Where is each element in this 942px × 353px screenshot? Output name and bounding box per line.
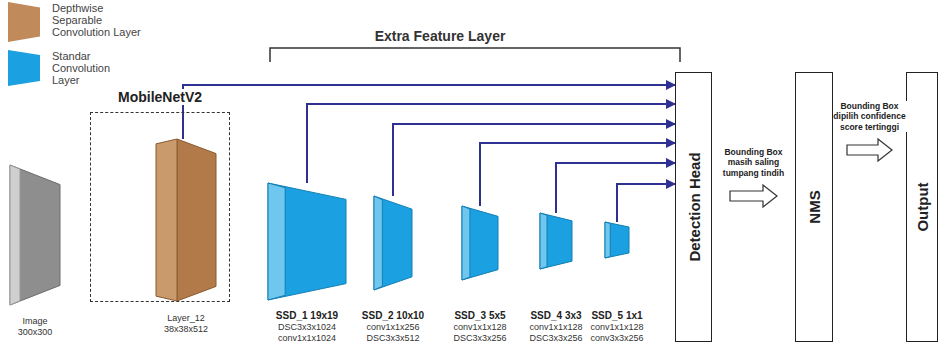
group-title: MobileNetV2: [115, 89, 205, 105]
block-face: [605, 222, 610, 258]
block-arrow: [730, 185, 777, 207]
layer-caption: Image 300x300: [10, 316, 60, 338]
block-face: [605, 222, 629, 258]
block-shape: [268, 183, 346, 300]
feature-layer: SSD_4 3x3conv1x1x128 DSC3x3x256: [540, 213, 572, 269]
layer-spec: DSC3x3x1024 conv1x1x1024: [267, 322, 347, 344]
layer-spec: conv1x1x256 DSC3x3x512: [355, 322, 431, 344]
legend-swatch: [8, 50, 40, 86]
feature-connector: [480, 143, 675, 206]
block-shape: [10, 165, 60, 305]
block-shape: [462, 206, 498, 280]
legend-label: Depthwise Separable Convolution Layer: [52, 2, 156, 38]
block-face: [462, 206, 498, 280]
block-face: [156, 139, 177, 301]
feature-connector: [393, 124, 675, 196]
block-face: [268, 183, 346, 300]
layer-caption: SSD_2 10x10conv1x1x256 DSC3x3x512: [355, 310, 431, 344]
layer-spec: conv1x1x128 DSC3x3x256: [442, 322, 518, 344]
layer-spec: Layer_12 38x38x512: [153, 313, 219, 335]
layer-caption: SSD_4 3x3conv1x1x128 DSC3x3x256: [525, 310, 587, 344]
input-image: Image 300x300: [10, 165, 60, 305]
nms-box: NMS: [795, 72, 833, 342]
arrow-note: Bounding Box dipilih confidence score te…: [833, 101, 907, 133]
feature-layer: SSD_1 19x19DSC3x3x1024 conv1x1x1024: [268, 183, 346, 300]
block-face: [462, 206, 470, 280]
block-shape: [156, 139, 216, 301]
block-arrow: [847, 139, 892, 161]
output-box: Output: [906, 72, 938, 342]
box-title: Output: [914, 182, 931, 231]
block-face: [268, 183, 285, 300]
legend-label: Standar Convolution Layer: [52, 50, 126, 86]
block-face: [540, 213, 547, 269]
block-face: [540, 213, 572, 269]
swatch-shape: [8, 50, 40, 86]
layer-caption: SSD_5 1x1conv1x1x128 conv3x3x256: [586, 310, 648, 344]
feature-layer: SSD_5 1x1conv1x1x128 conv3x3x256: [605, 222, 629, 258]
swatch-shape: [8, 2, 40, 42]
layer-name: SSD_1 19x19: [267, 310, 347, 322]
block-face: [10, 165, 60, 305]
layer-name: SSD_3 5x5: [442, 310, 518, 322]
layer-caption: SSD_3 5x5conv1x1x128 DSC3x3x256: [442, 310, 518, 344]
legend-swatch: [8, 2, 40, 42]
layer-name: SSD_4 3x3: [525, 310, 587, 322]
backbone-layer: Layer_12 38x38x512: [156, 139, 216, 301]
block-shape: [374, 196, 412, 290]
block-face: [10, 165, 20, 305]
block-shape: [605, 222, 629, 258]
layer-caption: Layer_12 38x38x512: [153, 313, 219, 335]
group-label: Extra Feature Layer: [371, 28, 510, 44]
block-face: [374, 196, 382, 290]
layer-spec: Image 300x300: [10, 316, 60, 338]
arrow-note: Bounding Box masih saling tumpang tindih: [717, 147, 791, 179]
box-title: NMS: [806, 190, 823, 223]
block-shape: [540, 213, 572, 269]
feature-connector: [556, 163, 675, 213]
feature-connector: [617, 184, 675, 222]
layer-spec: conv1x1x128 DSC3x3x256: [525, 322, 587, 344]
block-face: [177, 139, 216, 301]
feature-layer: SSD_3 5x5conv1x1x128 DSC3x3x256: [462, 206, 498, 280]
feature-layer: SSD_2 10x10conv1x1x256 DSC3x3x512: [374, 196, 412, 290]
block-face: [374, 196, 412, 290]
layer-spec: conv1x1x128 conv3x3x256: [586, 322, 648, 344]
backbone-group: MobileNetV2Layer_12 38x38x512: [90, 112, 230, 302]
layer-name: SSD_5 1x1: [586, 310, 648, 322]
group-bracket: [270, 48, 680, 62]
box-title: Detection Head: [685, 152, 702, 261]
layer-name: SSD_2 10x10: [355, 310, 431, 322]
feature-connector: [183, 85, 675, 139]
layer-caption: SSD_1 19x19DSC3x3x1024 conv1x1x1024: [267, 310, 347, 344]
detection-head: Detection Head: [675, 72, 712, 342]
